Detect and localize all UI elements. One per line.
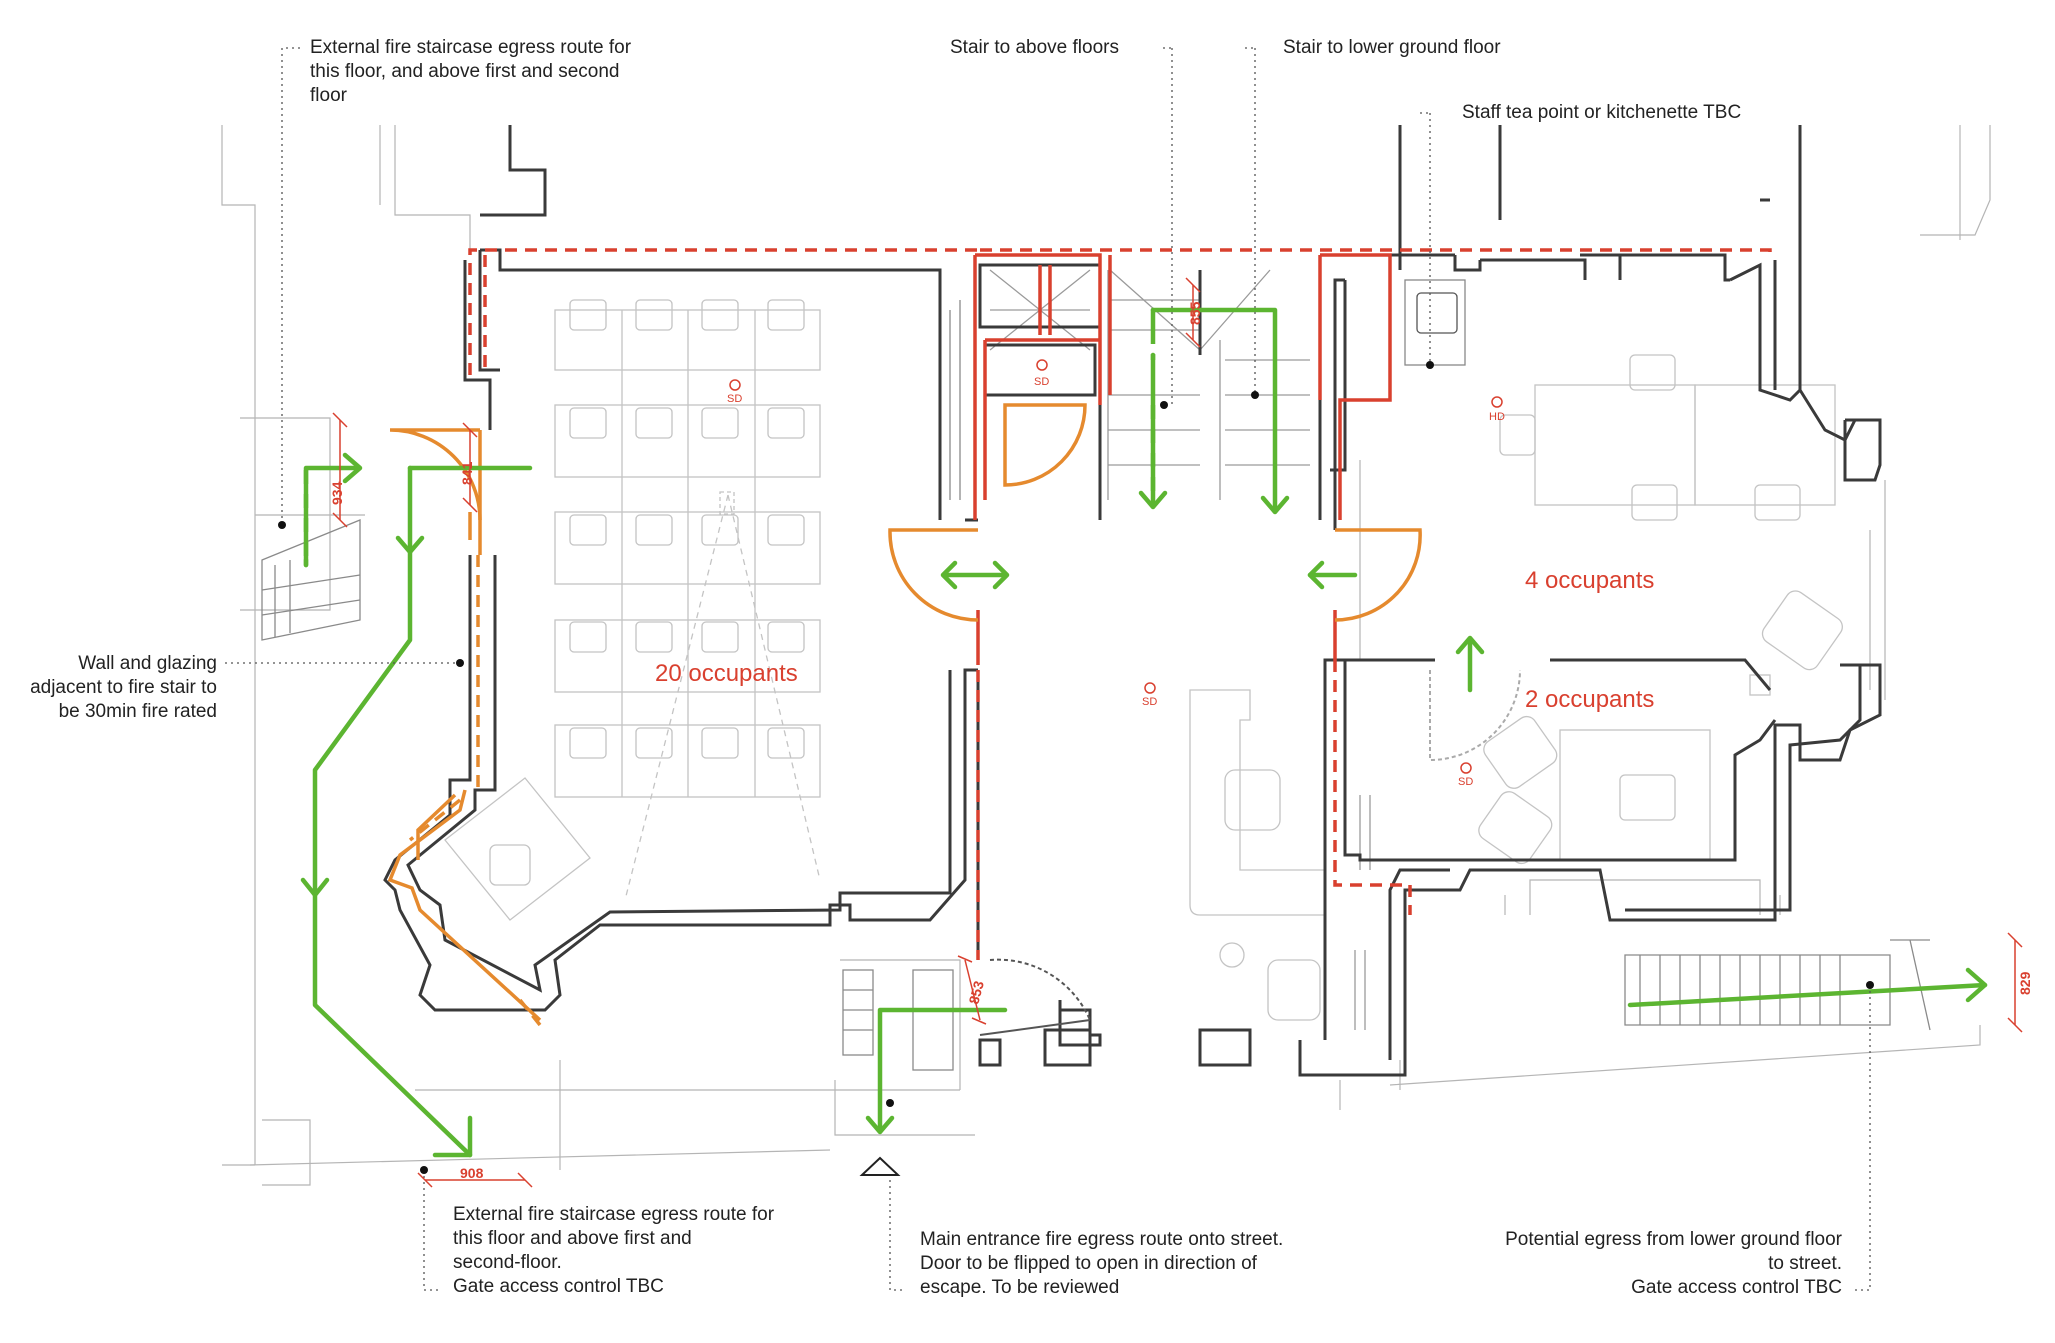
annotation-stair-lower: Stair to lower ground floor	[1283, 37, 1501, 58]
dimension-841: 841	[459, 461, 475, 485]
annotation-main-entrance: Main entrance fire egress route onto str…	[920, 1229, 1284, 1298]
heat-detector-label: HD	[1489, 411, 1505, 423]
fire-line-dashed	[468, 248, 1772, 960]
fire-rated-wall-dashed	[408, 555, 542, 1027]
smoke-detector-label: SD	[1034, 376, 1049, 388]
annotation-tea-point: Staff tea point or kitchenette TBC	[1462, 102, 1742, 123]
smoke-detector-icon	[1460, 762, 1472, 774]
annotation-lower-ground: Potential egress from lower ground floor…	[1505, 1229, 1842, 1298]
heat-detector-icon	[1491, 396, 1503, 408]
smoke-detector-icon	[1144, 682, 1156, 694]
smoke-detector-label: SD	[727, 393, 742, 405]
dimension-853: 853	[965, 979, 987, 1006]
dimension-908: 908	[460, 1165, 484, 1181]
egress-routes	[300, 307, 1988, 1158]
dimension-855: 855	[1187, 301, 1203, 325]
leader-dots	[278, 361, 1874, 1174]
annotation-external-stair-bottom: External fire staircase egress route for…	[453, 1204, 775, 1297]
fire-rated-wall	[387, 430, 542, 1022]
occupancy-left-room: 20 occupants	[655, 660, 798, 687]
annotation-wall-glazing: Wall and glazing adjacent to fire stair …	[30, 653, 217, 722]
entrance-door	[979, 669, 1521, 1036]
dimension-marks	[332, 277, 2023, 1188]
entrance-marker-icon	[859, 1156, 901, 1176]
fire-compartment	[973, 253, 1392, 665]
leader-lines	[225, 47, 1871, 1291]
annotation-external-stair-top: External fire staircase egress route for…	[310, 37, 632, 106]
occupancy-right-room: 4 occupants	[1525, 567, 1655, 594]
building-walls	[383, 125, 1882, 1077]
smoke-detector-icon	[1036, 359, 1048, 371]
dimension-934: 934	[329, 481, 345, 505]
smoke-detector-icon	[729, 379, 741, 391]
doors	[389, 403, 1422, 622]
annotation-stair-above: Stair to above floors	[950, 37, 1119, 58]
smoke-detector-label: SD	[1458, 776, 1473, 788]
stair-core	[978, 263, 1202, 520]
detectors: SD SD HD SD SD	[727, 359, 1505, 788]
smoke-detector-label: SD	[1142, 696, 1157, 708]
dimension-829: 829	[2017, 971, 2033, 995]
egress-routes-dashed	[303, 330, 1156, 565]
occupancy-office: 2 occupants	[1525, 686, 1655, 713]
context-lines	[221, 125, 1991, 1186]
